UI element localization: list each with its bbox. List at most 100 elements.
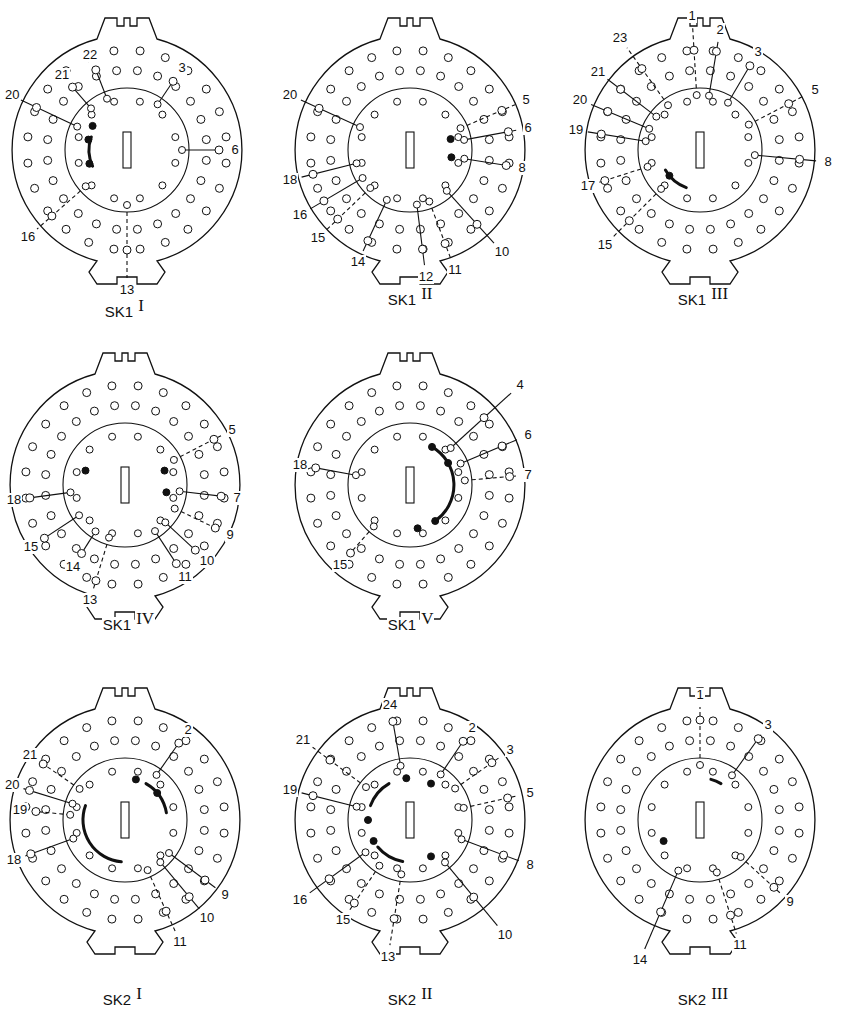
- terminal-hole: [172, 560, 180, 568]
- spindle-slot: [406, 802, 414, 838]
- callout-number: 20: [4, 778, 20, 792]
- terminal-hole: [393, 245, 401, 253]
- wafer-number: V: [420, 610, 434, 628]
- wire-leader: [461, 440, 517, 464]
- terminal-hole: [24, 133, 32, 141]
- contact-hole: [75, 134, 82, 141]
- callout-number: 8: [517, 161, 526, 175]
- terminal-hole: [796, 155, 804, 163]
- terminal-hole: [90, 407, 98, 415]
- contact-hole: [144, 867, 151, 874]
- wire-leader: [591, 105, 649, 129]
- terminal-hole: [47, 512, 55, 520]
- terminal-hole: [473, 220, 481, 228]
- terminal-hole: [213, 854, 221, 862]
- terminal-hole: [760, 97, 768, 105]
- terminal-hole: [332, 450, 340, 458]
- terminal-hole: [390, 915, 398, 923]
- contact-hole: [73, 494, 80, 501]
- terminal-hole: [83, 908, 91, 916]
- terminal-hole: [795, 133, 803, 141]
- callout-number: 18: [292, 458, 308, 472]
- terminal-hole: [727, 911, 735, 919]
- callout-number: 18: [6, 493, 22, 507]
- terminal-hole: [775, 207, 783, 215]
- terminal-hole: [444, 724, 452, 732]
- callout-number: 16: [292, 208, 308, 222]
- terminal-hole: [604, 854, 612, 862]
- terminal-hole: [200, 877, 208, 885]
- contact-hole: [371, 446, 378, 453]
- contact-hole: [661, 852, 668, 859]
- callout-number: 5: [227, 423, 236, 437]
- terminal-hole: [788, 184, 796, 192]
- terminal-hole: [309, 170, 317, 178]
- terminal-hole: [136, 245, 144, 253]
- callout-number: 16: [292, 893, 308, 907]
- terminal-hole: [72, 880, 80, 888]
- solder-dot: [85, 136, 92, 143]
- terminal-hole: [635, 895, 643, 903]
- wire-leader: [417, 205, 425, 266]
- terminal-hole: [357, 880, 365, 888]
- terminal-hole: [368, 724, 376, 732]
- terminal-hole: [368, 389, 376, 397]
- terminal-hole: [437, 407, 445, 415]
- contact-hole: [442, 852, 449, 859]
- terminal-hole: [39, 760, 47, 768]
- terminal-hole: [375, 72, 383, 80]
- terminal-hole: [200, 420, 208, 428]
- contact-hole: [92, 528, 99, 535]
- terminal-hole: [350, 899, 358, 907]
- terminal-hole: [617, 85, 625, 93]
- contact-hole: [394, 195, 401, 202]
- terminal-hole: [396, 225, 404, 233]
- terminal-hole: [49, 177, 57, 185]
- switch-name: SK1: [387, 617, 417, 633]
- callout-number: 13: [119, 283, 135, 297]
- contact-hole: [367, 185, 374, 192]
- terminal-hole: [320, 197, 328, 205]
- terminal-hole: [500, 851, 508, 859]
- callout-number: 6: [230, 143, 239, 157]
- terminal-hole: [375, 890, 383, 898]
- terminal-hole: [455, 753, 463, 761]
- terminal-hole: [706, 737, 714, 745]
- terminal-hole: [709, 717, 717, 725]
- contact-hole: [157, 781, 164, 788]
- terminal-hole: [210, 435, 218, 443]
- terminal-hole: [788, 108, 796, 116]
- terminal-hole: [470, 97, 478, 105]
- contact-hole: [394, 433, 401, 440]
- terminal-hole: [58, 530, 66, 538]
- contact-hole: [352, 472, 359, 479]
- contact-hole: [159, 182, 166, 189]
- terminal-hole: [597, 159, 605, 167]
- wire-leader: [310, 852, 366, 893]
- terminal-hole: [467, 737, 475, 745]
- terminal-hole: [455, 880, 463, 888]
- contact-hole: [709, 195, 716, 202]
- terminal-hole: [332, 512, 340, 520]
- contact-hole: [157, 859, 164, 866]
- contact-hole: [419, 433, 426, 440]
- contact-hole: [646, 125, 653, 132]
- terminal-hole: [617, 207, 625, 215]
- terminal-hole: [416, 737, 424, 745]
- solder-dot: [365, 817, 372, 824]
- terminal-hole: [597, 829, 605, 837]
- terminal-hole: [505, 829, 513, 837]
- contact-hole: [358, 829, 365, 836]
- contact-hole: [166, 850, 173, 857]
- terminal-hole: [327, 755, 335, 763]
- terminal-hole: [327, 136, 335, 144]
- terminal-hole: [455, 83, 463, 91]
- solder-dot: [428, 853, 435, 860]
- terminal-hole: [686, 225, 694, 233]
- terminal-hole: [770, 177, 778, 185]
- wiper-contact: [711, 779, 721, 783]
- terminal-hole: [47, 785, 55, 793]
- wafer-number: I: [137, 297, 145, 315]
- terminal-hole: [90, 742, 98, 750]
- terminal-hole: [505, 803, 513, 811]
